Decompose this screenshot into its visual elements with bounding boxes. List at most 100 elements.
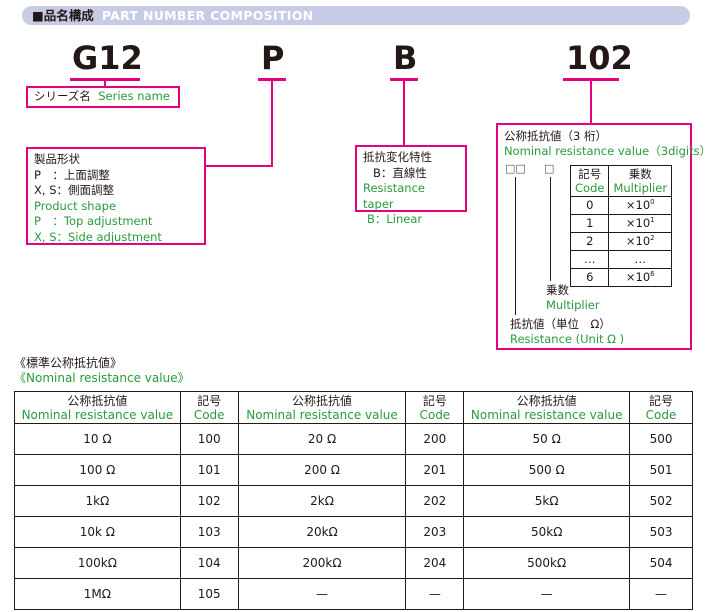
multiplier-code: 0	[569, 196, 610, 215]
digit-mark-right: □	[544, 162, 555, 175]
value-label-jp: 抵抗値（単位 Ω）	[510, 317, 611, 331]
series-name-jp: シリーズ名	[34, 89, 91, 103]
multiplier-label-jp: 乗数	[546, 283, 569, 297]
table-cell: 20 Ω	[237, 423, 407, 455]
multiplier-row: 1×101	[569, 214, 673, 233]
multiplier-value: ×100	[608, 196, 673, 215]
table-cell: 203	[405, 516, 465, 548]
shape-title-en: Product shape	[34, 198, 117, 213]
shape-connector-horizontal	[204, 165, 273, 167]
value-bracket-line	[515, 177, 516, 315]
shape-title-jp: 製品形状	[34, 152, 80, 166]
product-shape-box: 製品形状 P ：上面調整 X, S：側面調整 Product shape P ：…	[26, 147, 206, 245]
multiplier-code: …	[569, 250, 610, 269]
multiplier-row: 0×100	[569, 196, 673, 215]
standard-title-jp: 《標準公称抵抗値》	[14, 356, 123, 370]
table-cell: 100 Ω	[14, 454, 181, 486]
table-cell: 2kΩ	[237, 485, 407, 517]
taper-line1-en: B：Linear	[367, 212, 423, 226]
multiplier-value: ×102	[608, 232, 673, 251]
multiplier-value: ×106	[608, 268, 673, 287]
table-cell: 500kΩ	[463, 547, 631, 579]
taper-title-en: Resistance taper	[363, 181, 425, 211]
multiplier-code: 6	[569, 268, 610, 287]
table-cell: 50 Ω	[463, 423, 631, 455]
table-cell: 501	[629, 454, 693, 486]
table-cell: 201	[405, 454, 465, 486]
code-series-underline	[70, 78, 140, 81]
multiplier-code: 1	[569, 214, 610, 233]
table-cell: 200kΩ	[237, 547, 407, 579]
multiplier-row: ……	[569, 250, 673, 269]
code-resistance: 102	[566, 39, 633, 77]
table-cell: 202	[405, 485, 465, 517]
table-cell: 102	[179, 485, 239, 517]
table-cell: 500 Ω	[463, 454, 631, 486]
code-resistance-underline	[563, 78, 619, 81]
shape-connector-vertical	[271, 80, 273, 167]
header-title-jp: ■品名構成	[32, 8, 94, 23]
table-cell: 200 Ω	[237, 454, 407, 486]
table-cell: 504	[629, 547, 693, 579]
resistance-connector	[590, 80, 592, 125]
series-connector	[104, 80, 106, 88]
table-cell: 104	[179, 547, 239, 579]
table-cell: 20kΩ	[237, 516, 407, 548]
multiplier-label-en: Multiplier	[546, 298, 600, 312]
resistance-digits-box: 公称抵抗値（3 桁） Nominal resistance value（3dig…	[496, 123, 711, 350]
taper-title-jp: 抵抗変化特性	[363, 150, 432, 164]
shape-line2-en: X, S：Side adjustment	[34, 229, 162, 244]
multiplier-row: 2×102	[569, 232, 673, 251]
multiplier-value: ×101	[608, 214, 673, 233]
table-cell: 105	[179, 578, 239, 610]
code-taper-underline	[390, 78, 418, 81]
table-cell: 503	[629, 516, 693, 548]
table-cell: 100	[179, 423, 239, 455]
multiplier-code: 2	[569, 232, 610, 251]
table-cell: 10k Ω	[14, 516, 181, 548]
table-cell: —	[237, 578, 407, 610]
resistance-title-jp: 公称抵抗値（3 桁）	[504, 129, 607, 143]
code-series: G12	[72, 39, 143, 77]
table-cell: —	[463, 578, 631, 610]
code-shape: P	[261, 39, 285, 77]
table-cell: 50kΩ	[463, 516, 631, 548]
series-name-box: シリーズ名 Series name	[26, 86, 180, 108]
table-cell: 103	[179, 516, 239, 548]
table-cell: 100kΩ	[14, 547, 181, 579]
table-cell: 1kΩ	[14, 485, 181, 517]
multiplier-value: …	[608, 250, 673, 269]
taper-connector	[403, 80, 405, 146]
shape-line1-jp: P ：上面調整	[34, 167, 110, 182]
digit-marks-left: □□	[505, 162, 526, 175]
table-cell: 502	[629, 485, 693, 517]
table-cell: —	[405, 578, 465, 610]
header-title-en: PART NUMBER COMPOSITION	[101, 8, 314, 23]
code-shape-underline	[258, 78, 286, 81]
table-cell: 500	[629, 423, 693, 455]
multiplier-bracket-line	[550, 177, 551, 281]
resistance-taper-box: 抵抗変化特性 B：直線性 Resistance taper B：Linear	[355, 145, 467, 226]
table-cell: —	[629, 578, 693, 610]
table-cell: 204	[405, 547, 465, 579]
shape-line1-en: P ：Top adjustment	[34, 214, 153, 228]
shape-line2-jp: X, S：側面調整	[34, 183, 114, 197]
series-name-en: Series name	[98, 89, 170, 103]
taper-line1-jp: B：直線性	[373, 165, 427, 180]
